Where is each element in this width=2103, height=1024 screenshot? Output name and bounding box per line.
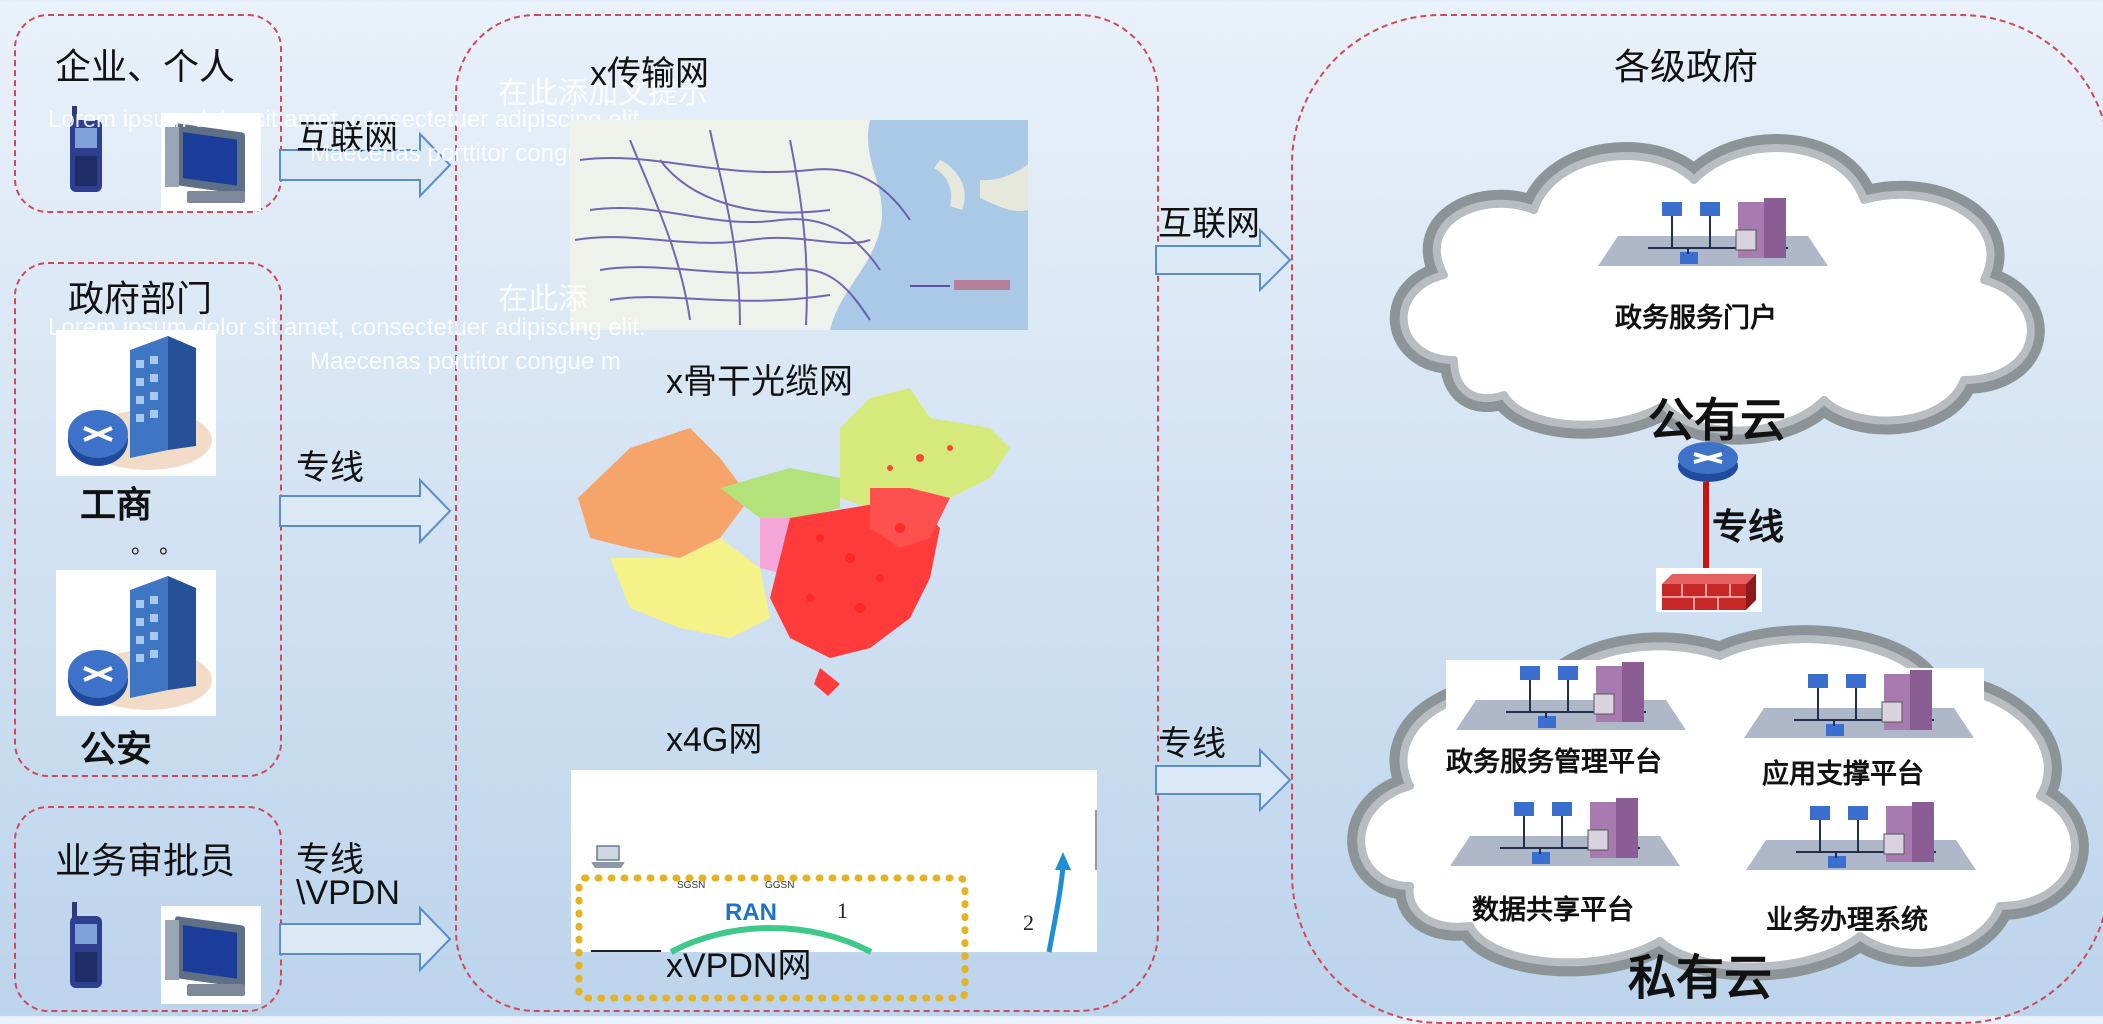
ghost-lorem-1b: Maecenas porttitor congue m xyxy=(310,140,621,167)
server-network-icon xyxy=(1440,796,1690,878)
arrow-right-icon xyxy=(1155,747,1292,813)
enterprise-group xyxy=(14,14,282,213)
enterprise-title: 企业、个人 xyxy=(55,46,236,87)
gov-dept-title: 政府部门 xyxy=(68,278,213,319)
ghost-heading-2: 在此添 xyxy=(498,283,588,316)
fiber-coverage-map xyxy=(578,388,1010,696)
arrow-label-internet: 互联网 xyxy=(296,119,398,157)
unit-gongshang-label: 工商 xyxy=(80,484,153,525)
computer-icon xyxy=(161,113,261,211)
dedicated-link-line xyxy=(1703,482,1709,572)
arrow-right-icon xyxy=(279,905,452,973)
ghost-lorem-2b: Maecenas porttitor congue m xyxy=(310,348,621,375)
server-network-icon xyxy=(1736,800,1986,882)
server-network-icon xyxy=(1446,660,1696,742)
approver-title: 业务审批员 xyxy=(55,840,236,881)
computer-icon xyxy=(161,906,261,1004)
platform-label: 政务服务管理平台 xyxy=(1446,747,1662,777)
government-title: 各级政府 xyxy=(1614,46,1759,87)
gov-building-icon xyxy=(56,330,216,476)
platform-label: 业务办理系统 xyxy=(1766,905,1928,935)
server-network-icon xyxy=(1588,196,1838,278)
arrow-label-internet-right: 互联网 xyxy=(1158,205,1260,243)
mobile-phone-icon xyxy=(70,902,102,988)
private-cloud-label: 私有云 xyxy=(1628,952,1773,1005)
lte-network-label: x4G网 xyxy=(666,721,763,759)
private-cloud-shape xyxy=(1347,625,2089,981)
arrow-label-line-vpdn-2: \VPDN xyxy=(296,874,400,912)
arrow-right-icon xyxy=(1155,227,1292,293)
ggsn-label: GGSN xyxy=(765,880,794,891)
gov-building-icon xyxy=(56,570,216,716)
arrow-label-line-vpdn-1: 专线 xyxy=(296,841,364,879)
arrow-right-icon xyxy=(279,131,452,199)
path-1-label: 1 xyxy=(837,898,848,923)
firewall-icon xyxy=(1656,568,1762,612)
sgsn-label: SGSN xyxy=(677,880,705,891)
arrow-label-dedicated-line-right: 专线 xyxy=(1158,725,1226,763)
approver-group xyxy=(14,806,282,1012)
mobile-phone-icon xyxy=(70,106,102,192)
laptop-icon xyxy=(591,845,625,868)
network-group xyxy=(455,14,1159,1012)
vpdn-network-diagram: SGSN GGSN RAN 1 2 xyxy=(571,770,1097,1002)
transport-network-label: x传输网 xyxy=(590,55,709,93)
arrow-right-icon xyxy=(279,477,452,545)
ghost-lorem-1: Lorem ipsum dolor sit amet, consectetuer… xyxy=(48,106,646,133)
platform-label: 应用支撑平台 xyxy=(1762,759,1924,789)
router-icon xyxy=(1678,442,1738,482)
ghost-heading-1: 在此添加文提示 xyxy=(498,77,708,110)
path-2-label: 2 xyxy=(1023,910,1034,935)
ghost-lorem-2: Lorem ipsum dolor sit amet, consectetuer… xyxy=(48,314,646,341)
ran-label: RAN xyxy=(725,899,777,926)
unit-gongan-label: 公安 xyxy=(80,728,153,769)
arrow-label-dedicated-line: 专线 xyxy=(296,449,364,487)
portal-label: 政务服务门户 xyxy=(1615,303,1777,333)
server-network-icon xyxy=(1734,668,1984,750)
public-cloud-shape xyxy=(1389,134,2045,445)
public-cloud-label: 公有云 xyxy=(1648,394,1786,446)
platform-label: 数据共享平台 xyxy=(1472,895,1634,925)
fiber-network-label: x骨干光缆网 xyxy=(666,363,853,401)
dedicated-link-label: 专线 xyxy=(1712,506,1785,547)
ellipsis-label: 。 。 xyxy=(131,533,182,558)
vpdn-network-label: xVPDN网 xyxy=(666,947,812,985)
transport-network-map xyxy=(570,120,1028,330)
